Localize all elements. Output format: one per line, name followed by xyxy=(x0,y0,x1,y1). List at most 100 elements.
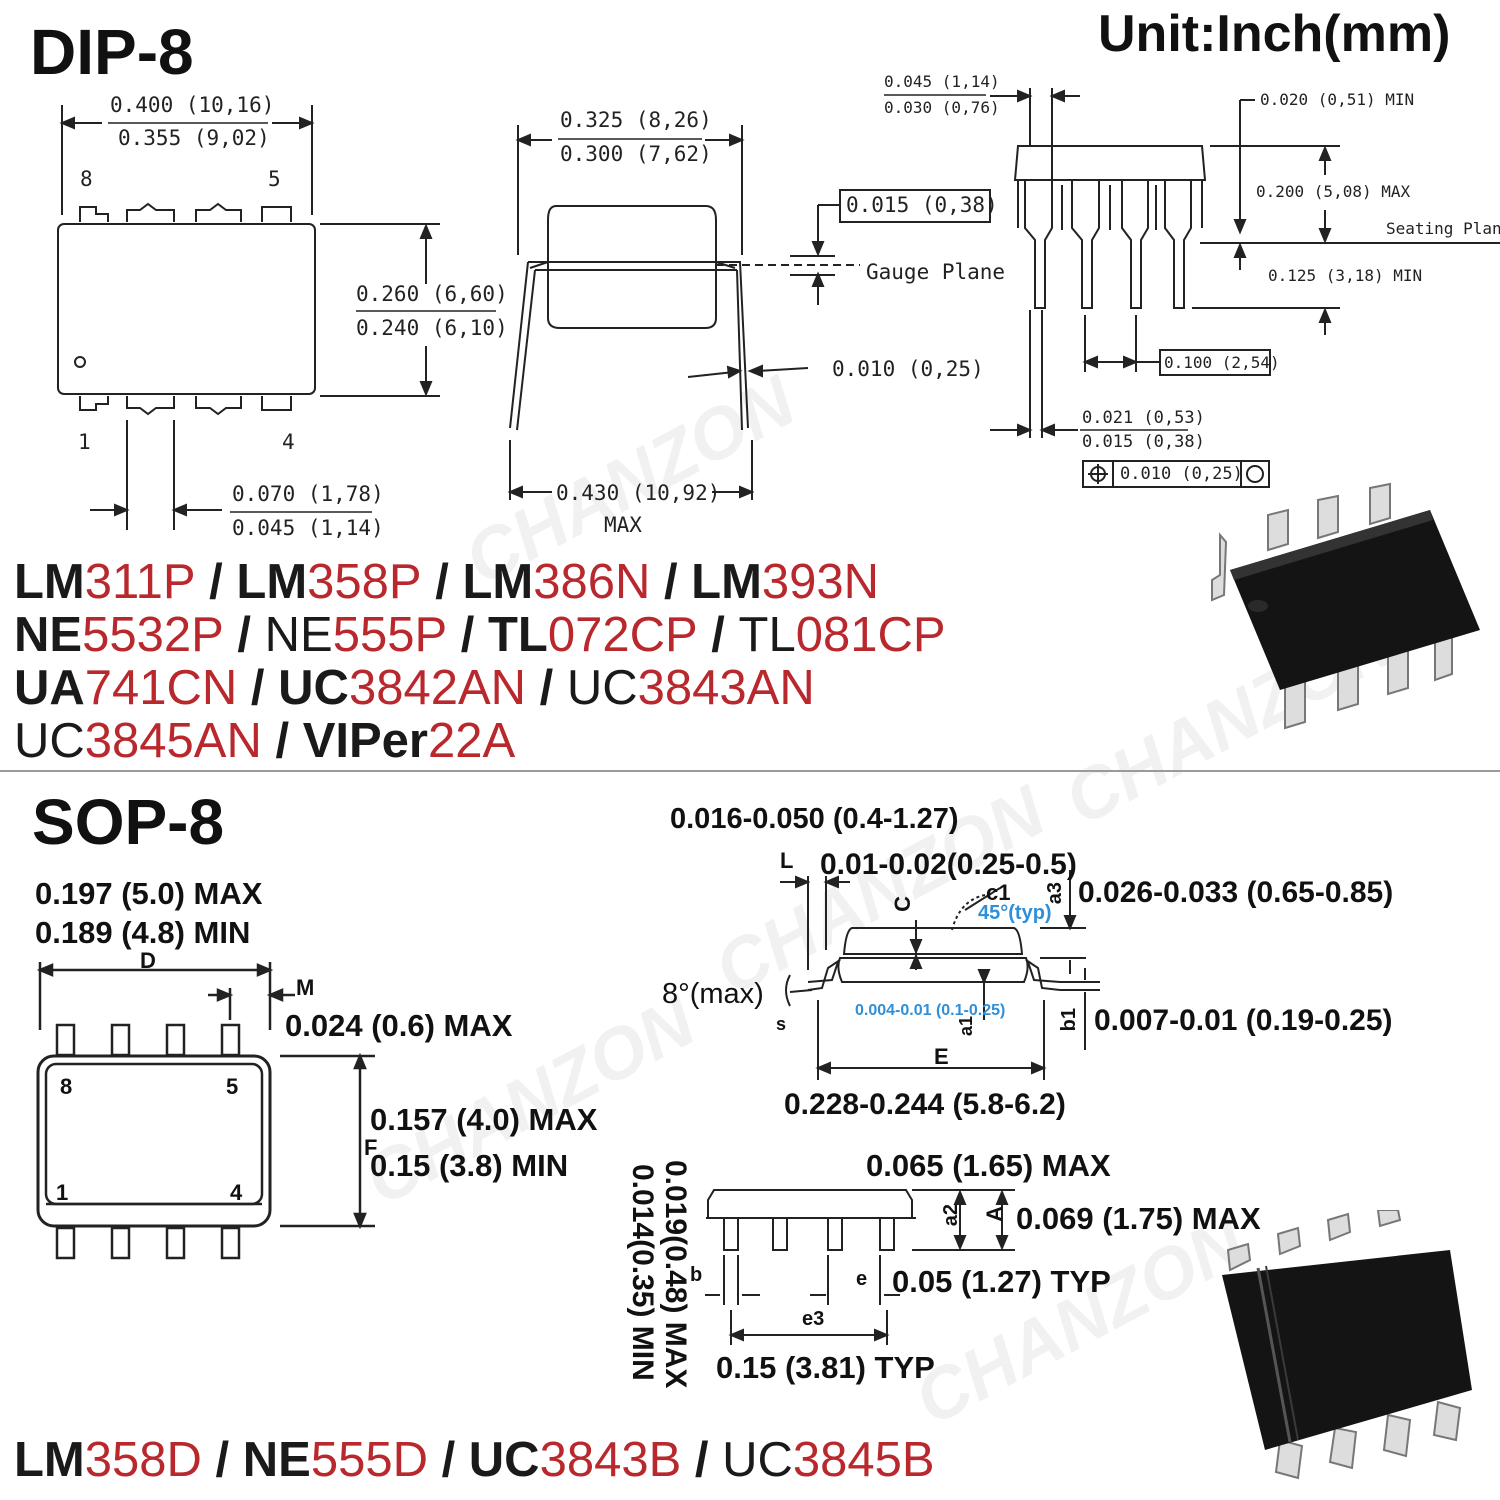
part-segment: / xyxy=(201,1433,243,1487)
part-segment: UA xyxy=(14,660,85,715)
dip-shoulder-max: 0.045 (1,14) xyxy=(884,72,1000,91)
dip-position-tolerance: 0.010 (0,25) xyxy=(1120,464,1243,484)
part-segment: VIPer xyxy=(302,713,429,768)
sop-a1-value: 0.004-0.01 (0.1-0.25) xyxy=(855,1002,1006,1019)
dip-body-min: 0.240 (6,10) xyxy=(356,316,508,340)
dip-height: 0.200 (5,08) MAX xyxy=(1256,182,1411,201)
sop-e-value: 0.228-0.244 (5.8-6.2) xyxy=(784,1088,1066,1121)
dip-gauge-value: 0.015 (0,38) xyxy=(846,193,998,217)
part-segment: / xyxy=(697,607,739,662)
part-segment: LM xyxy=(14,555,85,609)
part-segment: / xyxy=(237,660,279,715)
part-segment: 386N xyxy=(533,555,651,609)
part-segment: / xyxy=(261,713,303,768)
sop-angle-8: 8°(max) xyxy=(662,978,764,1010)
part-segment: 393N xyxy=(761,555,880,609)
sop-part-line: LM358D / NE555D / UC3843B / UC3845B xyxy=(14,1434,935,1487)
sop-b1-label: b1 xyxy=(1058,1008,1080,1032)
dip-shoulder-min: 0.030 (0,76) xyxy=(884,98,1000,117)
part-segment: / xyxy=(421,555,463,609)
dip-body-max: 0.260 (6,60) xyxy=(356,282,508,306)
part-segment: 5532P xyxy=(82,607,224,662)
part-segment: UC xyxy=(14,713,85,768)
part-segment: 741CN xyxy=(84,660,238,715)
part-segment: 3845B xyxy=(792,1433,935,1487)
sop-chip-image xyxy=(1222,1210,1472,1480)
dip-part-line: NE5532P / NE555P / TL072CP / TL081CP xyxy=(14,607,946,662)
part-segment: 358P xyxy=(307,555,422,609)
dip-seating-plane: Seating Plane xyxy=(1386,219,1500,238)
sop-pin-5-label: 5 xyxy=(226,1074,239,1099)
sop-pin-8-label: 8 xyxy=(60,1074,73,1099)
dip-lead-width-min: 0.015 (0,38) xyxy=(1082,432,1205,452)
dip-pin-5-label: 5 xyxy=(268,167,281,191)
part-segment: UC xyxy=(566,660,638,715)
dip-width-min: 0.355 (9,02) xyxy=(118,126,270,150)
part-segment: 3843AN xyxy=(637,660,815,715)
part-segment: NE xyxy=(242,1433,311,1487)
dip-width-max: 0.400 (10,16) xyxy=(110,93,275,117)
sop-a3-label: a3 xyxy=(1044,882,1066,905)
sop-s-label: s xyxy=(776,1014,787,1034)
part-segment: TL xyxy=(487,607,548,662)
sop-top-view-drawing xyxy=(36,962,375,1260)
sop-pin-1-label: 1 xyxy=(56,1180,69,1205)
sop-width-min: 0.15 (3.8) MIN xyxy=(370,1148,569,1183)
dip-row-max: 0.325 (8,26) xyxy=(560,108,712,132)
part-segment: LM xyxy=(236,555,308,609)
sop-e-pitch-value: 0.05 (1.27) TYP xyxy=(892,1264,1111,1299)
sop-e-pitch-label: e xyxy=(856,1268,868,1290)
sop-width-max: 0.157 (4.0) MAX xyxy=(370,1102,598,1137)
part-segment: UC xyxy=(722,1433,793,1487)
sop-chamfer: 0.01-0.02(0.25-0.5) xyxy=(820,848,1077,881)
sop-pin-4-label: 4 xyxy=(230,1180,243,1205)
sop-a3-value: 0.026-0.033 (0.65-0.85) xyxy=(1078,876,1394,909)
sop-part-list: LM358D / NE555D / UC3843B / UC3845B xyxy=(14,1434,935,1487)
sop-c1-label: c1 xyxy=(986,880,1011,905)
part-segment: UC xyxy=(468,1433,540,1487)
unit-label: Unit:Inch(mm) xyxy=(1098,5,1451,63)
part-segment: 3845AN xyxy=(84,713,262,768)
dip-top-view-drawing xyxy=(57,88,1500,530)
sop-m-value: 0.024 (0.6) MAX xyxy=(285,1008,513,1043)
dip-standoff: 0.020 (0,51) MIN xyxy=(1260,90,1415,109)
part-segment: 081CP xyxy=(795,607,946,662)
dip-pin-1-label: 1 xyxy=(78,430,91,454)
dip-lead-width-max: 0.021 (0,53) xyxy=(1082,408,1205,428)
sop-title: SOP-8 xyxy=(32,786,225,858)
sop-a1-label: a1 xyxy=(956,1016,976,1037)
dip-pin-4-label: 4 xyxy=(282,430,295,454)
part-segment: / xyxy=(223,607,265,662)
sop-b-label: b xyxy=(690,1264,703,1286)
part-segment: 555P xyxy=(332,607,448,662)
sop-f-label: F xyxy=(364,1135,378,1160)
dip-pitch-max: 0.070 (1,78) xyxy=(232,482,384,506)
sop-b-min: 0.014(0.35) MIN xyxy=(626,1164,659,1381)
sop-b1-value: 0.007-0.01 (0.19-0.25) xyxy=(1094,1004,1393,1037)
sop-e3-label: e3 xyxy=(802,1308,825,1330)
dip-span-note: MAX xyxy=(604,513,642,537)
sop-angle-45: 45°(typ) xyxy=(978,902,1052,924)
part-segment: 3842AN xyxy=(348,660,527,715)
sop-side-view-drawing xyxy=(705,870,1100,1345)
dip-pitch-min: 0.045 (1,14) xyxy=(232,516,384,540)
sop-length-min: 0.189 (4.8) MIN xyxy=(35,915,251,950)
sop-e3-value: 0.15 (3.81) TYP xyxy=(716,1350,935,1385)
dip-part-line: UA741CN / UC3842AN / UC3843AN xyxy=(14,660,946,715)
sop-length-max: 0.197 (5.0) MAX xyxy=(35,876,263,911)
sop-c-label: C xyxy=(890,896,915,912)
part-segment: 072CP xyxy=(547,607,698,662)
dip-lead-length: 0.125 (3,18) MIN xyxy=(1268,266,1423,285)
dip-lead-thickness: 0.010 (0,25) xyxy=(832,357,984,381)
sop-b-max: 0.019(0.48) MAX xyxy=(659,1160,692,1389)
dip-gauge-label: Gauge Plane xyxy=(866,260,1006,284)
part-segment: 22A xyxy=(428,713,516,768)
part-segment: / xyxy=(447,607,488,662)
dip-part-list: LM311P / LM358P / LM386N / LM393N NE5532… xyxy=(14,556,946,768)
part-segment: / xyxy=(195,555,237,609)
sop-l-label: L xyxy=(780,848,794,873)
part-segment: 358D xyxy=(84,1433,202,1487)
part-segment: 311P xyxy=(84,555,196,609)
dip-pin-8-label: 8 xyxy=(80,167,93,191)
part-segment: LM xyxy=(14,1433,85,1487)
